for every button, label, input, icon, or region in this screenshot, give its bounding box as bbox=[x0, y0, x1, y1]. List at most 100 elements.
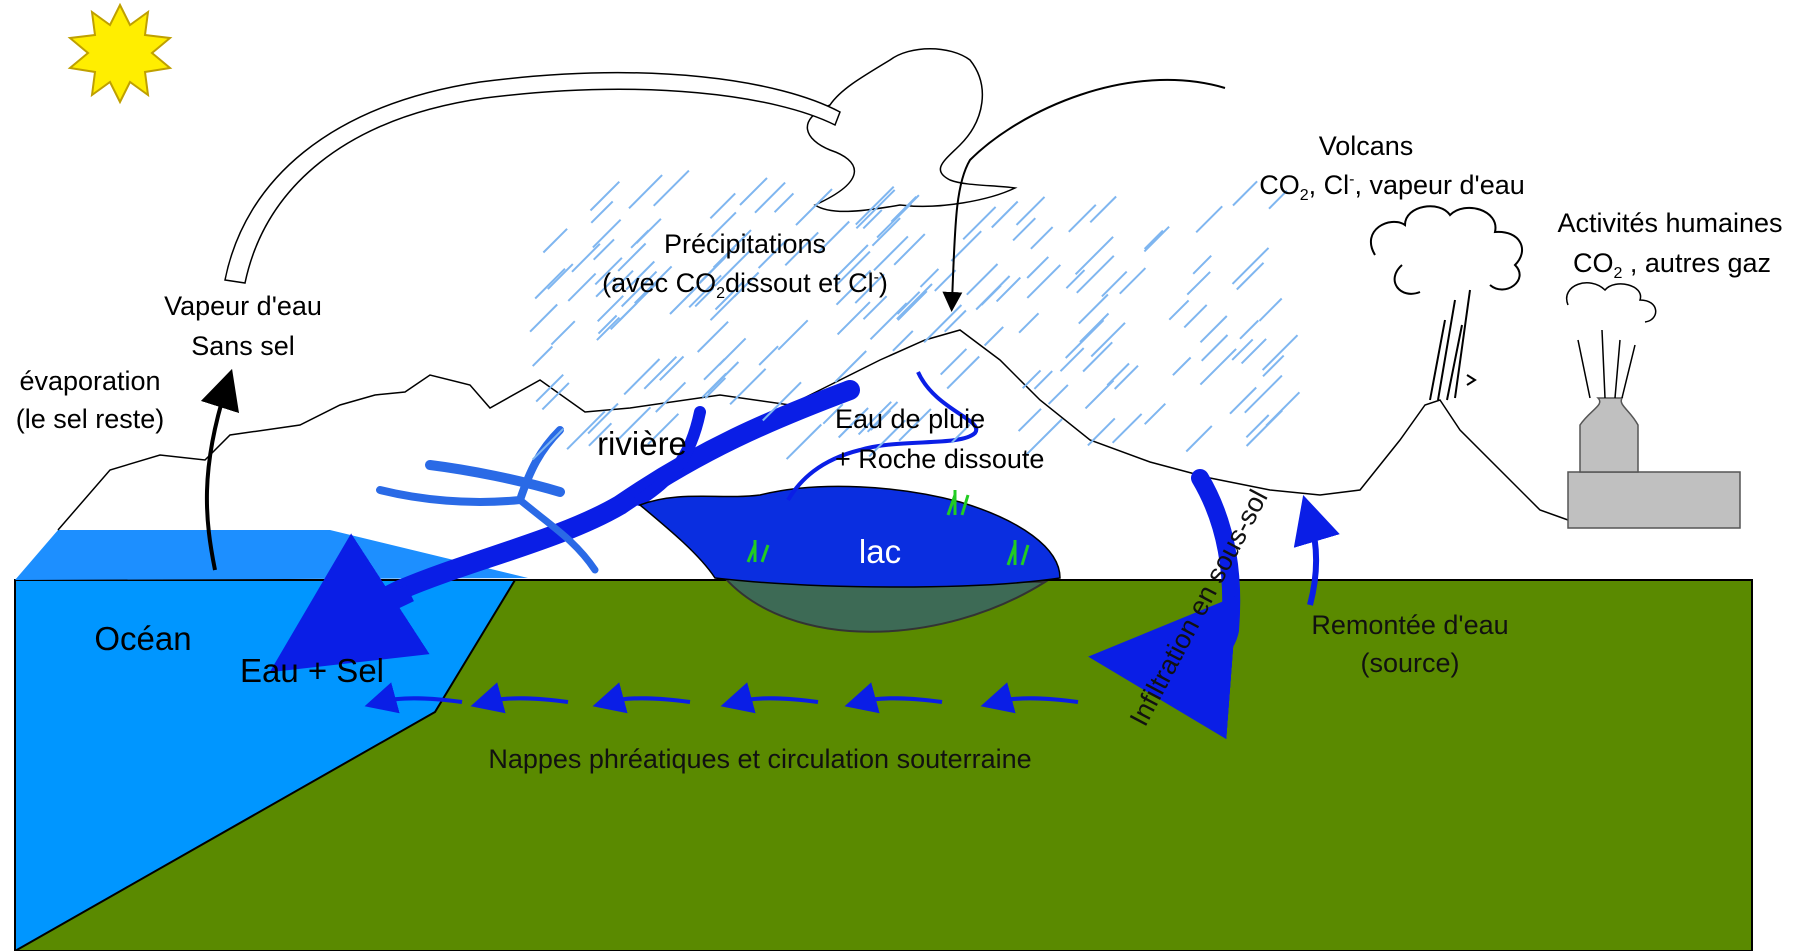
rain-streak bbox=[1047, 384, 1069, 405]
rain-streak bbox=[1268, 189, 1288, 210]
rain-streak bbox=[862, 209, 883, 230]
rain-streak bbox=[962, 206, 997, 241]
rain-streak bbox=[547, 263, 574, 290]
rain-streak bbox=[541, 382, 570, 411]
rain-streak bbox=[535, 373, 564, 403]
label-evaporation: évaporation (le sel reste) bbox=[16, 366, 165, 434]
rain-streak bbox=[589, 180, 621, 212]
rain-streak bbox=[1244, 374, 1283, 414]
rain-streak bbox=[1082, 341, 1113, 373]
rain-streak bbox=[991, 200, 1019, 229]
ocean-inflow-arrow bbox=[269, 533, 430, 673]
rain-streak bbox=[1018, 312, 1040, 334]
rain-streak bbox=[939, 348, 968, 376]
rain-streak bbox=[833, 244, 869, 280]
rain-streak bbox=[1143, 229, 1164, 250]
volcano-icon bbox=[1370, 205, 1524, 401]
rain-streak bbox=[1026, 256, 1050, 279]
rain-streak bbox=[995, 276, 1022, 303]
label-eau-de-pluie: Eau de pluie + Roche dissoute bbox=[835, 404, 1044, 474]
rain-streak bbox=[777, 319, 809, 351]
rain-streak bbox=[1076, 255, 1115, 294]
rain-streak bbox=[1089, 195, 1117, 224]
rain-streak bbox=[587, 402, 619, 435]
rain-streak bbox=[785, 423, 823, 460]
rain-streak bbox=[714, 280, 745, 311]
rain-streak bbox=[710, 211, 737, 238]
label-precipitations-detail: (avec CO2dissout et Cl-) bbox=[602, 268, 888, 302]
label-vapor-line1: Vapeur d'eau bbox=[164, 291, 322, 321]
label-eau-de-pluie-line2: + Roche dissoute bbox=[835, 444, 1044, 474]
label-activites: Activités humaines bbox=[1557, 208, 1782, 238]
rain-streak bbox=[836, 301, 871, 336]
label-eau-de-pluie-line1: Eau de pluie bbox=[835, 404, 985, 434]
rain-streak bbox=[1229, 386, 1257, 415]
rain-streak bbox=[669, 284, 700, 315]
rain-streak bbox=[1231, 247, 1270, 285]
rain-streak bbox=[1026, 264, 1062, 299]
rain-streak bbox=[542, 228, 568, 254]
rain-streak bbox=[1030, 226, 1054, 250]
rain-streak bbox=[1200, 334, 1229, 362]
rain-streak bbox=[868, 419, 907, 458]
rain-streak bbox=[1172, 356, 1192, 376]
rain-streak bbox=[729, 368, 767, 406]
rain-streak bbox=[643, 355, 678, 390]
rain-streak bbox=[1012, 217, 1037, 242]
label-nappes: Nappes phréatiques et circulation souter… bbox=[488, 744, 1031, 774]
rain-streak bbox=[709, 291, 740, 321]
rain-streak bbox=[534, 267, 566, 300]
rain-streak bbox=[1262, 354, 1285, 378]
rain-streak bbox=[871, 217, 901, 247]
rain-streak bbox=[620, 270, 658, 308]
landscape-outline bbox=[57, 329, 1569, 531]
label-evaporation-line2: (le sel reste) bbox=[16, 404, 165, 434]
rain-streak bbox=[892, 330, 914, 352]
rain-streak bbox=[762, 381, 802, 422]
rain-streak bbox=[709, 192, 736, 220]
rain-streak bbox=[1015, 196, 1046, 226]
rain-streak bbox=[623, 358, 661, 396]
rain-streak bbox=[1245, 414, 1270, 439]
rain-streak bbox=[784, 231, 819, 267]
rain-streak bbox=[855, 185, 895, 226]
rain-streak bbox=[1232, 180, 1258, 207]
rain-streak bbox=[625, 260, 656, 291]
rain-streak bbox=[1064, 319, 1105, 359]
rain-streak bbox=[618, 406, 652, 440]
groundwater-arrow bbox=[592, 682, 691, 714]
groundwater-arrow bbox=[470, 682, 569, 714]
label-eau-sel: Eau + Sel bbox=[240, 652, 384, 689]
label-remontee-line1: Remontée d'eau bbox=[1311, 610, 1508, 640]
label-precipitations: Précipitations bbox=[664, 229, 826, 259]
rain-streak bbox=[1068, 204, 1097, 233]
rain-streak bbox=[531, 345, 554, 367]
rain-streak bbox=[1185, 425, 1213, 453]
rain-streak bbox=[588, 422, 613, 447]
rain-streak bbox=[612, 269, 634, 292]
rain-streak bbox=[1168, 299, 1190, 321]
rain-streak bbox=[758, 345, 779, 366]
rain-streak bbox=[896, 283, 933, 320]
rain-streak bbox=[754, 181, 786, 214]
rain-streak bbox=[822, 403, 844, 425]
rain-streak bbox=[595, 276, 617, 298]
label-evaporation-line1: évaporation bbox=[19, 366, 160, 396]
rain-streak bbox=[1143, 225, 1170, 253]
rain-streak bbox=[1017, 408, 1042, 432]
rain-streak bbox=[733, 271, 760, 298]
rain-streak bbox=[571, 243, 601, 273]
rain-streak bbox=[1111, 413, 1143, 444]
rain-streak bbox=[532, 428, 565, 461]
rain-streak bbox=[635, 218, 662, 244]
rain-streak bbox=[1074, 236, 1114, 276]
rain-streak bbox=[869, 302, 908, 341]
rain-streak bbox=[934, 269, 957, 292]
rain-streak bbox=[1078, 293, 1109, 325]
rain-streak bbox=[739, 177, 768, 206]
rain-streaks bbox=[529, 169, 1301, 461]
sun-icon bbox=[67, 2, 173, 105]
rain-streak bbox=[592, 238, 615, 261]
rain-streak bbox=[609, 302, 638, 331]
